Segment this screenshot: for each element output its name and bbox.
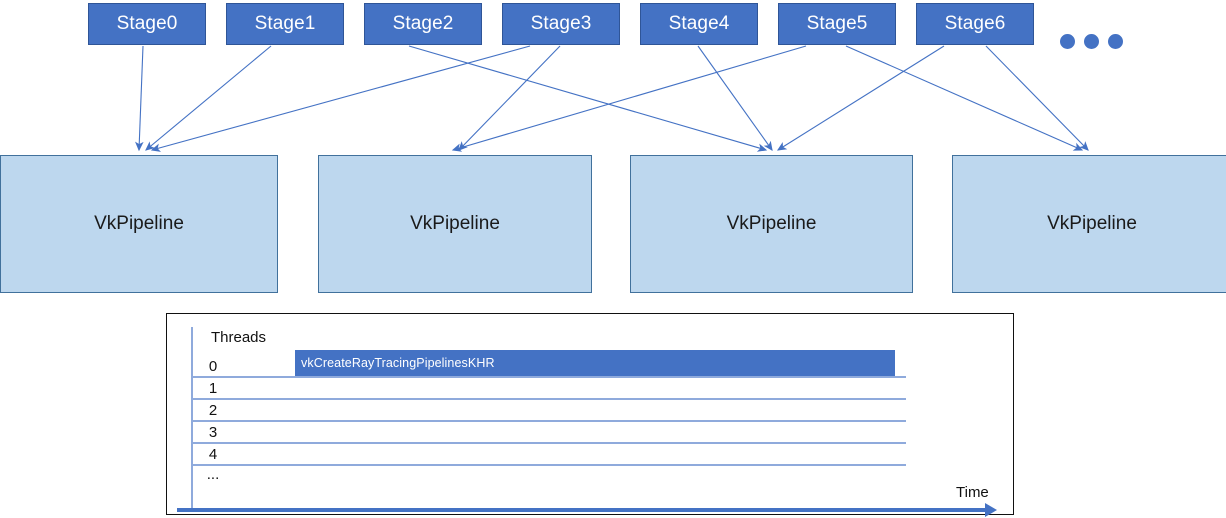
thread-row-label-2: 2 [208, 402, 218, 419]
stage-label: Stage1 [254, 13, 316, 34]
ellipsis-icon [1060, 34, 1123, 49]
time-axis-line [177, 508, 989, 512]
stage-label: Stage6 [944, 13, 1006, 34]
pipeline-box-2[interactable]: VkPipeline [318, 155, 592, 293]
timeline-row-separator-1 [191, 398, 906, 400]
thread-row-label-1: 1 [208, 380, 218, 397]
pipeline-label: VkPipeline [1047, 213, 1137, 234]
timeline-row-separator-2 [191, 420, 906, 422]
stage-box-0[interactable]: Stage0 [88, 3, 206, 45]
thread-row-label-more: ... [206, 466, 220, 483]
pipeline-label: VkPipeline [410, 213, 500, 234]
ellipsis-dot-2 [1084, 34, 1099, 49]
edge-stage1-pipeline1 [145, 45, 272, 151]
timeline-bar-vkcreateraytracingpipelineskhr[interactable]: vkCreateRayTracingPipelinesKHR [295, 350, 895, 376]
thread-row-label-3: 3 [208, 424, 218, 441]
stage-box-6[interactable]: Stage6 [916, 3, 1034, 45]
stage-box-4[interactable]: Stage4 [640, 3, 758, 45]
stage-box-3[interactable]: Stage3 [502, 3, 620, 45]
timeline-vertical-axis [191, 327, 193, 511]
edge-stage4-pipeline3 [697, 45, 773, 151]
ellipsis-dot-3 [1108, 34, 1123, 49]
stage-label: Stage2 [392, 13, 454, 34]
stage-box-1[interactable]: Stage1 [226, 3, 344, 45]
pipeline-box-4[interactable]: VkPipeline [952, 155, 1226, 293]
timeline-panel: Threads 0 1 2 3 4 ... vkCreateRayTracing… [166, 313, 1014, 517]
ellipsis-dot-1 [1060, 34, 1075, 49]
stage-label: Stage3 [530, 13, 592, 34]
pipeline-box-1[interactable]: VkPipeline [0, 155, 278, 293]
pipeline-box-3[interactable]: VkPipeline [630, 155, 913, 293]
edge-stage2-pipeline3 [408, 45, 768, 152]
edge-stage3-pipeline1 [150, 45, 531, 152]
edge-stage3-pipeline2 [458, 45, 561, 151]
timeline-row-separator-3 [191, 442, 906, 444]
pipeline-label: VkPipeline [726, 213, 817, 234]
edge-stage6-pipeline3 [776, 45, 945, 151]
edge-stage0-pipeline1 [135, 45, 144, 152]
stage-label: Stage5 [806, 13, 868, 34]
timeline-bar-label: vkCreateRayTracingPipelinesKHR [301, 356, 495, 370]
edge-stage6-pipeline4 [985, 45, 1089, 151]
pipeline-label: VkPipeline [94, 213, 184, 234]
threads-header: Threads [211, 329, 267, 346]
thread-row-label-4: 4 [208, 446, 218, 463]
thread-row-label-0: 0 [208, 358, 218, 375]
time-axis-label: Time [956, 484, 989, 501]
stage-label: Stage0 [116, 13, 178, 34]
timeline-row-separator-4 [191, 464, 906, 466]
edge-stage5-pipeline4 [845, 45, 1084, 151]
timeline-row-separator-0 [191, 376, 906, 378]
edge-stage5-pipeline2 [451, 45, 807, 152]
stage-label: Stage4 [668, 13, 730, 34]
time-axis-arrow-icon [985, 503, 997, 517]
stage-box-2[interactable]: Stage2 [364, 3, 482, 45]
stage-box-5[interactable]: Stage5 [778, 3, 896, 45]
